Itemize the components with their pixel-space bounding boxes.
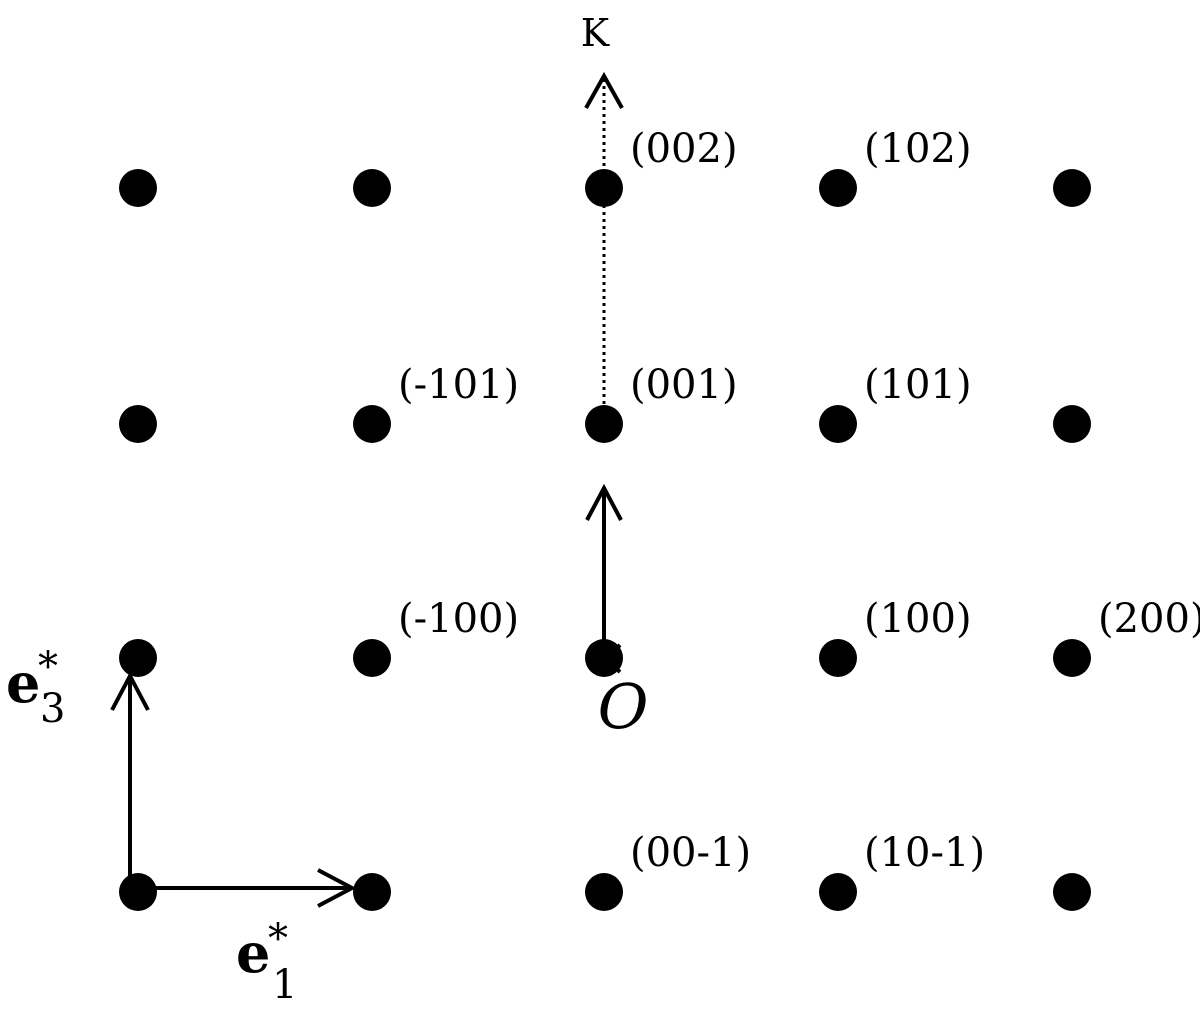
- k-vector-arrowhead: [584, 71, 624, 109]
- lattice-point: [585, 169, 623, 207]
- lattice-point: [119, 169, 157, 207]
- lattice-point-label: (00-1): [630, 830, 751, 876]
- e1-label-sub: 1: [272, 962, 297, 1008]
- lattice-point-label: (-101): [398, 362, 519, 408]
- lattice-point: [353, 873, 391, 911]
- e3-label: e * 3: [6, 644, 65, 732]
- e1-vector-arrowhead: [317, 868, 357, 908]
- lattice-point: [819, 873, 857, 911]
- e3-label-main: e: [6, 651, 40, 715]
- e3-vector-arrowhead: [110, 671, 150, 711]
- lattice-point-label: (200): [1098, 596, 1200, 642]
- lattice-point: [1053, 873, 1091, 911]
- lattice-point-label: (101): [864, 362, 972, 408]
- e1-label-main: e: [236, 921, 270, 985]
- lattice-point: [1053, 405, 1091, 443]
- lattice-point: [819, 169, 857, 207]
- lattice-point: [1053, 639, 1091, 677]
- e3-label-sub: 3: [40, 686, 65, 732]
- e1-label-sup: *: [268, 916, 288, 962]
- lattice-point: [353, 169, 391, 207]
- lattice-point: [119, 639, 157, 677]
- origin-label: O: [598, 670, 649, 743]
- e3-label-sup: *: [38, 644, 58, 690]
- lattice-point-label: (-100): [398, 596, 519, 642]
- lattice-point: [119, 873, 157, 911]
- lattice-point: [353, 639, 391, 677]
- origin-cross-b: [590, 643, 622, 674]
- e1-label: e * 1: [236, 916, 297, 1008]
- lattice-point: [819, 405, 857, 443]
- lattice-point-label: (10-1): [864, 830, 985, 876]
- k-vector-label: K: [581, 11, 610, 55]
- origin-vector-arrowhead: [585, 483, 623, 521]
- lattice-point: [819, 639, 857, 677]
- lattice-point: [353, 405, 391, 443]
- lattice-point: [585, 873, 623, 911]
- lattice-point-label: (102): [864, 126, 972, 172]
- lattice-points: [119, 169, 1091, 911]
- lattice-point-label: (001): [630, 362, 738, 408]
- lattice-point-label: (002): [630, 126, 738, 172]
- lattice-point-label: (100): [864, 596, 972, 642]
- lattice-labels: (002) (102) (-101) (001) (101) (-100) (100) (20…: [398, 126, 1200, 876]
- lattice-point: [1053, 169, 1091, 207]
- lattice-point: [119, 405, 157, 443]
